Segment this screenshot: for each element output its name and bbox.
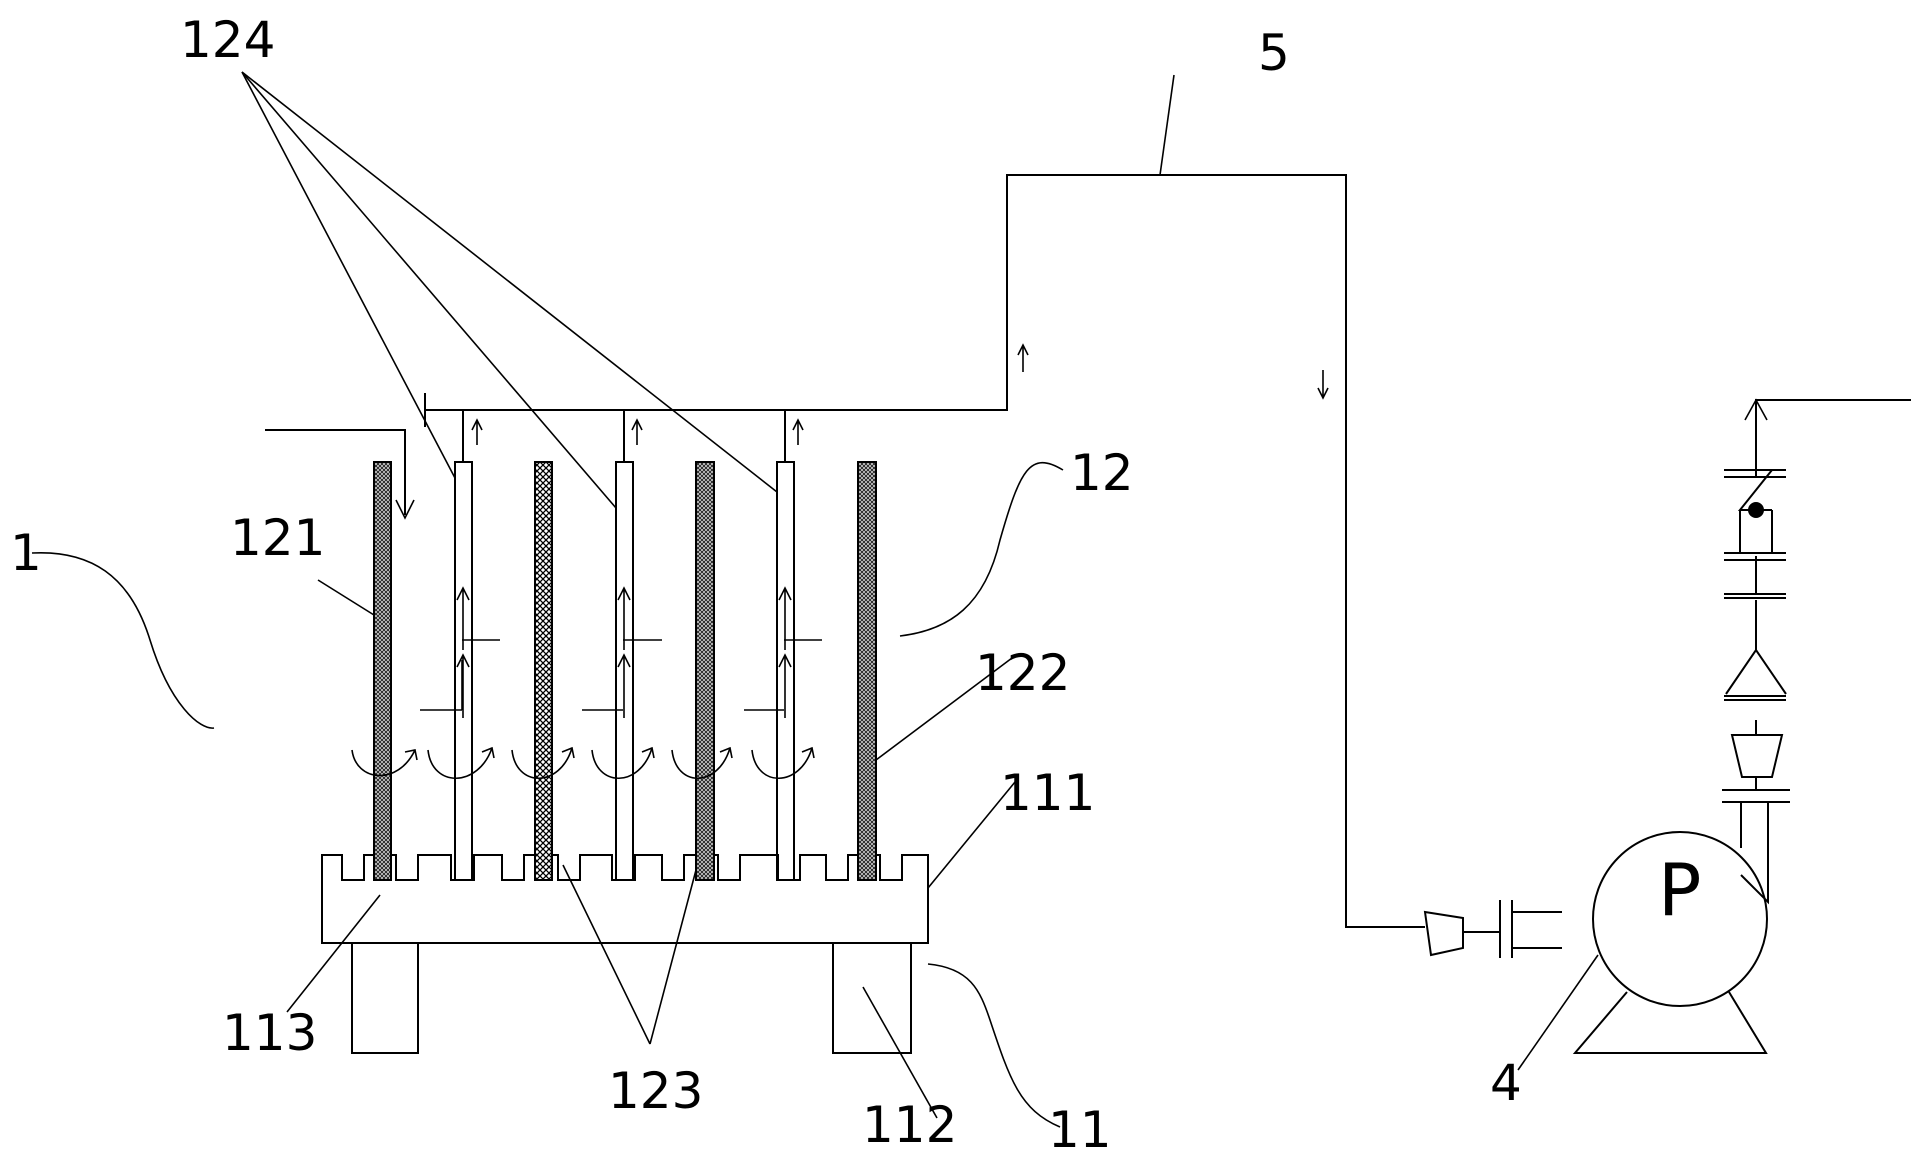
label-123: 123 xyxy=(608,1062,703,1120)
pump-letter: P xyxy=(1658,848,1701,932)
discharge-arrow xyxy=(1744,398,1768,421)
label-111: 111 xyxy=(1000,764,1095,822)
valve-body xyxy=(1724,593,1787,701)
swirl-arrows xyxy=(351,746,815,780)
label-122: 122 xyxy=(975,644,1070,702)
inlet-arrow xyxy=(395,499,415,520)
reducer-top xyxy=(1730,720,1784,790)
label-124: 124 xyxy=(180,11,275,69)
inlet-pipe xyxy=(265,429,406,515)
label-1: 1 xyxy=(10,524,42,582)
tube-flow-marks xyxy=(420,586,822,718)
plate-121 xyxy=(373,461,392,881)
left-leg xyxy=(351,942,419,1054)
discharge-flange-1 xyxy=(1722,789,1790,803)
collector-pipe xyxy=(425,174,1425,928)
plate-122 xyxy=(857,461,877,881)
right-leg xyxy=(832,942,912,1054)
pump-base xyxy=(1572,991,1768,1054)
label-5: 5 xyxy=(1258,24,1290,82)
discharge-line xyxy=(1740,803,1769,905)
inlet-reducer xyxy=(1423,910,1464,957)
label-4: 4 xyxy=(1490,1054,1522,1112)
plate-123-a xyxy=(534,461,553,881)
label-112: 112 xyxy=(862,1096,957,1154)
pump-body xyxy=(1592,831,1768,1007)
check-valve xyxy=(1724,399,1911,511)
label-113: 113 xyxy=(222,1004,317,1062)
label-121: 121 xyxy=(230,509,325,567)
label-11: 11 xyxy=(1048,1101,1112,1157)
check-valve-ball xyxy=(1748,502,1764,518)
plate-123-b xyxy=(695,461,715,881)
leader-lines xyxy=(31,71,1599,1128)
valve-stem xyxy=(1724,510,1786,594)
label-12: 12 xyxy=(1070,444,1134,502)
inlet-flange xyxy=(1463,900,1562,958)
flow-arrows xyxy=(471,343,1329,445)
base-tray xyxy=(321,854,929,944)
